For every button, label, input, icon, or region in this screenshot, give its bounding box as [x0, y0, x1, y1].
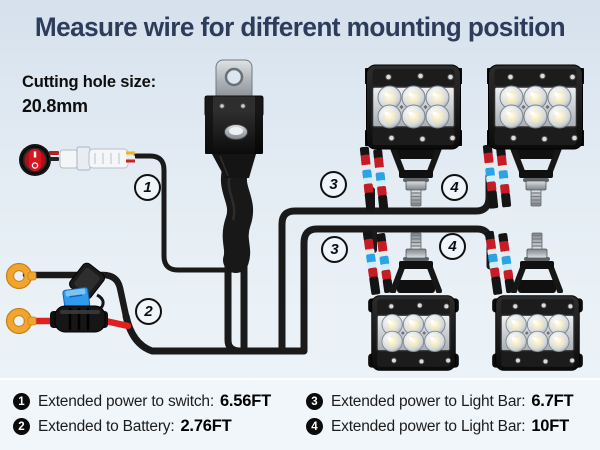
rocker-switch	[19, 144, 59, 176]
led-pod-2	[487, 64, 584, 150]
wire-marker-4-top: 4	[441, 174, 468, 201]
switch-wire	[133, 153, 235, 273]
legend-item-1: 1 Extended power to switch: 6.56FT	[13, 389, 305, 414]
cutting-hole-value: 20.8mm	[22, 96, 88, 117]
mount-pod3	[393, 233, 439, 293]
connector-cluster-pod1	[359, 145, 389, 211]
legend-item-4: 4 Extended power to Light Bar: 10FT	[306, 414, 600, 439]
page-title: Measure wire for different mounting posi…	[34, 12, 566, 42]
mount-pod2	[513, 146, 559, 206]
legend-label-1: Extended power to switch:	[38, 392, 214, 410]
legend-label-3: Extended power to Light Bar:	[331, 392, 526, 410]
relay-box	[204, 59, 264, 178]
legend-value-1: 6.56FT	[219, 392, 272, 410]
wire-run-top-pods	[278, 172, 493, 355]
legend-badge-2: 2	[13, 418, 30, 435]
legend-value-3: 6.7FT	[531, 392, 574, 410]
fuse-holder	[50, 262, 108, 333]
legend-badge-1: 1	[13, 393, 30, 410]
legend-value-2: 2.76FT	[180, 417, 232, 435]
legend-item-2: 2 Extended to Battery: 2.76FT	[13, 414, 305, 439]
legend-item-3: 3 Extended power to Light Bar: 6.7FT	[306, 389, 600, 414]
connector-cluster-pod4	[484, 228, 516, 296]
wire-marker-4-bottom: 4	[439, 233, 466, 260]
led-pod-4	[491, 294, 584, 372]
cutting-hole-label: Cutting hole size:	[22, 73, 156, 91]
ring-terminal-bottom	[5, 307, 37, 335]
fuse-icon	[62, 287, 91, 310]
legend-label-4: Extended power to Light Bar:	[331, 417, 526, 435]
cutting-hole-note: Cutting hole size: 20.8mm	[22, 71, 156, 119]
switch-on-mark	[33, 151, 37, 158]
mount-pod4	[514, 233, 560, 293]
wire-marker-1: 1	[134, 174, 161, 201]
legend-label-2: Extended to Battery:	[38, 417, 175, 435]
bottom-wire-run	[122, 312, 307, 355]
legend-badge-3: 3	[306, 393, 323, 410]
switch-off-mark	[31, 162, 39, 169]
legend-badge-4: 4	[306, 418, 323, 435]
legend-value-4: 10FT	[531, 417, 570, 435]
legend: 1 Extended power to switch: 6.56FT 2 Ext…	[0, 378, 600, 450]
quick-connector	[59, 146, 135, 171]
led-pod-1	[365, 64, 462, 150]
wire-marker-3-top: 3	[320, 171, 347, 198]
harness-sheath	[220, 155, 254, 273]
connector-cluster-pod3	[362, 228, 394, 296]
mount-pod1	[393, 146, 439, 206]
ring-terminal-top	[5, 262, 37, 290]
led-pod-3	[367, 294, 460, 372]
mounting-hole	[224, 67, 244, 87]
wire-marker-2: 2	[135, 298, 162, 325]
wire-marker-3-bottom: 3	[321, 236, 348, 263]
